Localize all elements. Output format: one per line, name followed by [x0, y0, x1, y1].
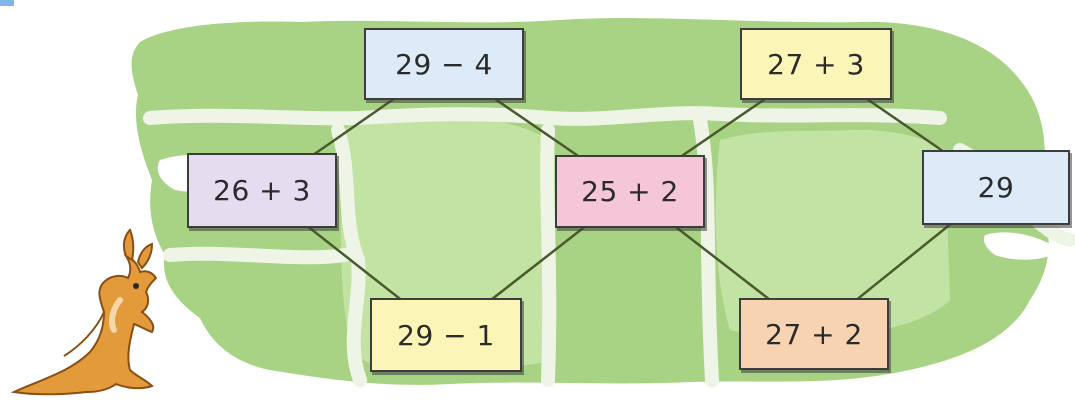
- expr-label: 25 + 2: [581, 175, 679, 208]
- expr-label: 27 + 3: [767, 48, 865, 81]
- expr-label: 29: [978, 171, 1015, 204]
- expr-box-27-plus-3[interactable]: 27 + 3: [740, 28, 892, 100]
- expr-box-29-minus-1[interactable]: 29 − 1: [370, 298, 522, 372]
- expr-box-26-plus-3[interactable]: 26 + 3: [187, 153, 337, 228]
- expr-box-29-minus-4[interactable]: 29 − 4: [364, 28, 524, 100]
- expr-box-29[interactable]: 29: [922, 150, 1070, 225]
- expr-label: 29 − 1: [397, 319, 495, 352]
- expr-box-27-plus-2[interactable]: 27 + 2: [739, 298, 889, 370]
- expr-label: 29 − 4: [395, 48, 493, 81]
- trail: [150, 113, 940, 119]
- expr-label: 27 + 2: [765, 318, 863, 351]
- trail: [170, 254, 345, 258]
- kangaroo-icon: [14, 230, 156, 394]
- expr-label: 26 + 3: [213, 174, 311, 207]
- expr-box-25-plus-2[interactable]: 25 + 2: [555, 155, 705, 228]
